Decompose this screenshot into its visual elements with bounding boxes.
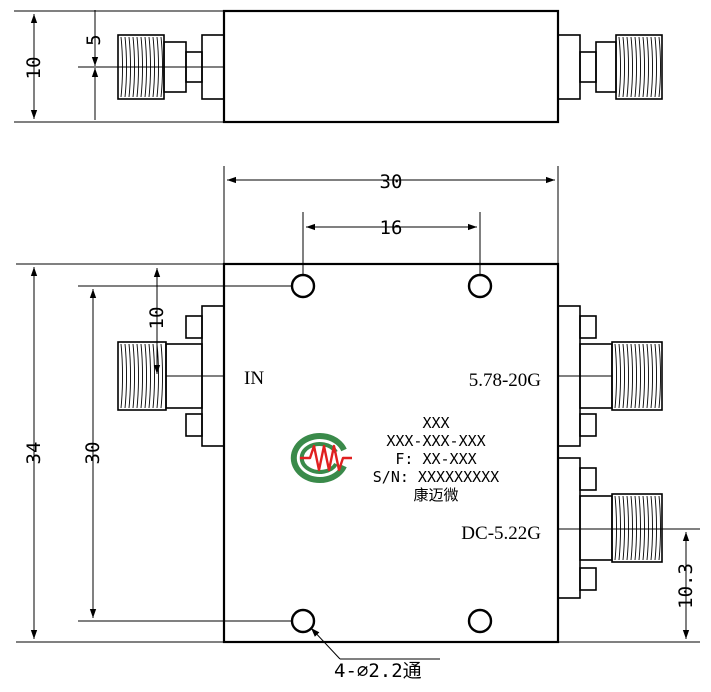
thread-line xyxy=(120,343,123,409)
top-view-housing xyxy=(222,9,560,124)
thread-line xyxy=(160,343,163,409)
nameplate-brand: 康迈微 xyxy=(413,486,458,504)
thread-line xyxy=(148,343,151,409)
thread-line xyxy=(658,343,661,409)
thread-line xyxy=(654,495,657,561)
port-label-in: IN xyxy=(244,368,264,389)
nameplate-line-1: XXX xyxy=(422,414,449,432)
thread-line xyxy=(622,495,625,561)
thread-line xyxy=(630,343,633,409)
top-right-connector xyxy=(557,34,663,100)
nameplate-line-3: F: XX-XXX xyxy=(395,450,476,468)
nameplate: XXX XXX-XXX-XXX F: XX-XXX S/N: XXXXXXXXX… xyxy=(373,414,499,504)
thread-line xyxy=(124,343,127,409)
dim-hole-spacing: 16 xyxy=(302,212,481,275)
dim-top-connector-center: 5 xyxy=(78,10,224,120)
hole-callout-label: 4-∅2.2通 xyxy=(334,660,422,682)
hole-callout: 4-∅2.2通 xyxy=(310,627,440,682)
mounting-hole-top-left xyxy=(290,273,316,299)
thread-line xyxy=(646,343,649,409)
dim-top-height: 10 xyxy=(14,10,224,123)
thread-line xyxy=(638,36,641,98)
thread-line xyxy=(634,343,637,409)
dim-front-width-label: 30 xyxy=(380,171,403,193)
thread-line xyxy=(654,343,657,409)
thread-line xyxy=(630,495,633,561)
thread-line xyxy=(646,36,649,98)
dim-hole-vertical-label: 30 xyxy=(82,442,104,465)
thread-line xyxy=(638,343,641,409)
thread-line xyxy=(626,36,629,98)
mounting-hole-top-right xyxy=(467,273,493,299)
thread-line xyxy=(646,495,649,561)
dim-front-width: 30 xyxy=(223,166,559,264)
thread-line xyxy=(622,343,625,409)
thread-line xyxy=(626,495,629,561)
dim-hole-offset-label: 10 xyxy=(146,307,168,330)
dim-lower-port-offset: 10.3 xyxy=(558,532,700,643)
dim-top-height-label: 10 xyxy=(23,57,45,80)
thread-line xyxy=(136,343,139,409)
dim-front-height: 34 xyxy=(16,263,224,643)
thread-line xyxy=(650,343,653,409)
thread-line xyxy=(614,495,617,561)
thread-line xyxy=(642,495,645,561)
dim-hole-vertical-spacing: 30 xyxy=(78,285,292,622)
thread-line xyxy=(128,343,131,409)
port-label-upper-output: 5.78-20G xyxy=(469,370,542,391)
upper-output-connector xyxy=(557,305,663,447)
port-label-lower-output: DC-5.22G xyxy=(461,523,541,544)
top-view: 10 5 xyxy=(14,9,663,124)
front-view: IN 5.78-20G DC-5.22G XXX XXX-XXX-XXX F: … xyxy=(16,166,700,682)
thread-line xyxy=(140,343,143,409)
thread-line xyxy=(614,343,617,409)
dim-hole-offset: 10 xyxy=(146,268,168,374)
mounting-hole-bottom-left xyxy=(290,608,316,634)
input-connector xyxy=(117,305,225,447)
front-view-housing xyxy=(222,262,560,644)
thread-line xyxy=(144,343,147,409)
thread-line xyxy=(630,36,633,98)
thread-line xyxy=(626,343,629,409)
thread-line xyxy=(658,36,661,98)
thread-line xyxy=(622,36,625,98)
mounting-hole-bottom-right xyxy=(467,608,493,634)
thread-line xyxy=(152,343,155,409)
thread-line xyxy=(638,495,641,561)
thread-line xyxy=(618,343,621,409)
dim-front-height-label: 34 xyxy=(23,442,45,465)
thread-line xyxy=(650,36,653,98)
thread-line xyxy=(658,495,661,561)
thread-line xyxy=(618,495,621,561)
lower-output-connector xyxy=(557,457,700,599)
thread-line xyxy=(634,495,637,561)
dim-lower-port-offset-label: 10.3 xyxy=(675,563,697,609)
thread-line xyxy=(634,36,637,98)
thread-line xyxy=(132,343,135,409)
thread-line xyxy=(654,36,657,98)
thread-line xyxy=(642,343,645,409)
thread-line xyxy=(642,36,645,98)
thread-line xyxy=(650,495,653,561)
nameplate-line-2: XXX-XXX-XXX xyxy=(386,432,485,450)
nameplate-line-4: S/N: XXXXXXXXX xyxy=(373,468,499,486)
dim-top-center-label: 5 xyxy=(83,34,105,45)
thread-line xyxy=(618,36,621,98)
dim-hole-spacing-label: 16 xyxy=(380,217,403,239)
brand-logo-icon xyxy=(290,433,352,483)
